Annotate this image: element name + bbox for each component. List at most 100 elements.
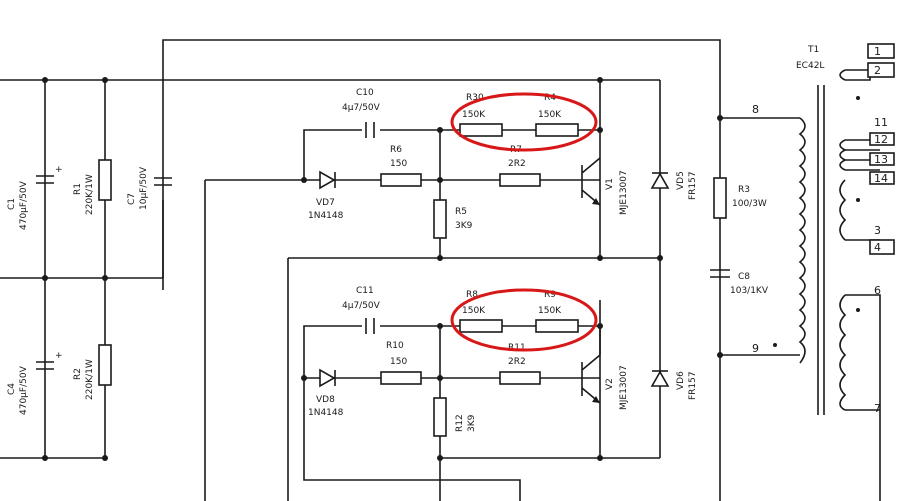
pin-box-13 [869,152,895,166]
t1-value: EC42L [796,61,824,71]
c8-ref: C8 [738,272,750,282]
capacitor-c7: C7 10μF/50V [127,166,172,210]
transistor-v2: V2 MJE13007 [581,326,629,410]
capacitor-c11: C11 4μ7/50V [342,286,381,334]
resistor-r8: R8 150K [459,290,503,333]
transformer-t1: T1 EC42L 1 2 11 12 13 14 3 4 6 7 8 9 [752,43,895,415]
r11-ref: R11 [508,343,526,353]
t1-ref: T1 [807,45,819,55]
r3-value: 100/3W [732,199,767,209]
highlight-ellipse-lower [450,288,598,352]
c7-ref: C7 [127,193,137,205]
r5-ref: R5 [455,207,467,217]
r8-ref: R8 [466,290,478,300]
c11-value: 4μ7/50V [342,301,381,311]
pin-9: 9 [752,342,759,355]
capacitor-c4: + C4 470μF/50V [7,351,63,415]
capacitor-c1: + C1 470μF/50V [7,165,63,230]
vd6-ref: VD6 [676,371,686,390]
r2-value: 220K/1W [85,359,95,400]
pin-4: 4 [874,241,881,254]
resistor-r5: R5 3K9 [433,199,473,239]
pin-box-12 [869,132,895,146]
resistor-r10: R10 150 [380,341,422,385]
c1-ref: C1 [7,198,17,210]
resistor-r12: R12 3K9 [433,397,477,437]
c10-ref: C10 [356,88,374,98]
vd5-ref: VD5 [676,171,686,190]
resistor-r6: R6 150 [380,145,422,187]
pin-12: 12 [874,133,888,146]
vd6-value: FR157 [688,371,698,400]
resistor-r1: R1 220K/1W [73,159,112,215]
vd8-value: 1N4148 [308,408,344,418]
transistor-v1: V1 MJE13007 [581,157,629,215]
r6-value: 150 [390,159,407,169]
r8-value: 150K [462,306,486,316]
c7-value: 10μF/50V [139,166,149,210]
diode-vd6: VD6 FR157 [650,370,698,400]
vd7-ref: VD7 [316,198,335,208]
r11-value: 2R2 [508,357,526,367]
pin-7: 7 [874,402,881,415]
r30-value: 150K [462,110,486,120]
r4-ref: R4 [544,93,556,103]
r1-value: 220K/1W [85,174,95,215]
resistor-r30: R30 150K [459,93,503,137]
r7-value: 2R2 [508,159,526,169]
r5-value: 3K9 [455,221,473,231]
pin-2: 2 [874,64,881,77]
pin-11: 11 [874,116,888,129]
c11-ref: C11 [356,286,374,296]
r10-value: 150 [390,357,407,367]
capacitor-c8: C8 103/1KV [710,269,769,296]
pin-13: 13 [874,153,888,166]
junctions [42,77,723,461]
pin-box-14 [869,171,895,185]
r4-value: 150K [538,110,562,120]
capacitor-c10: C10 4μ7/50V [342,88,381,138]
svg-text:+: + [55,165,63,175]
v2-value: MJE13007 [619,365,629,410]
resistor-r9: R9 150K [535,290,579,333]
c4-value: 470μF/50V [19,365,29,415]
diode-vd8: VD8 1N4148 [308,368,344,418]
r3-ref: R3 [738,185,750,195]
r30-ref: R30 [466,93,484,103]
diode-vd5: VD5 FR157 [650,171,698,200]
highlight-ellipse-upper [450,92,598,152]
r12-value: 3K9 [467,414,477,432]
vd5-value: FR157 [688,171,698,200]
r10-ref: R10 [386,341,404,351]
r2-ref: R2 [73,368,83,380]
diode-vd7: VD7 1N4148 [308,170,344,221]
resistor-r11: R11 2R2 [499,343,541,385]
v2-ref: V2 [605,378,615,390]
wires [0,39,881,501]
pin-box-4 [869,239,895,255]
pin-box-2 [867,62,895,78]
c10-value: 4μ7/50V [342,103,381,113]
vd7-value: 1N4148 [308,211,344,221]
pin-box-1 [867,43,895,59]
pin-8: 8 [752,103,759,116]
resistor-r2: R2 220K/1W [73,344,112,400]
pin-3: 3 [874,224,881,237]
vd8-ref: VD8 [316,395,335,405]
resistor-r4: R4 150K [535,93,579,137]
r9-value: 150K [538,306,562,316]
pin-14: 14 [874,172,888,185]
c8-value: 103/1KV [730,286,769,296]
v1-value: MJE13007 [619,170,629,215]
r1-ref: R1 [73,183,83,195]
pin-1: 1 [874,45,881,58]
resistor-r3: R3 100/3W [713,177,767,219]
r9-ref: R9 [544,290,556,300]
r12-ref: R12 [455,414,465,432]
svg-text:+: + [55,351,63,361]
r6-ref: R6 [390,145,402,155]
c1-value: 470μF/50V [19,180,29,230]
v1-ref: V1 [605,178,615,190]
c4-ref: C4 [7,383,17,395]
